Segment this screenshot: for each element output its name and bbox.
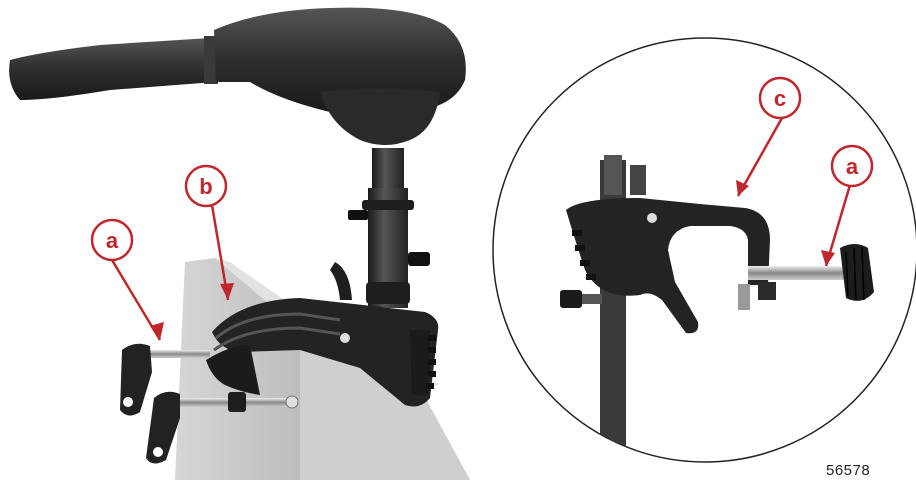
detail-bracket-c	[560, 155, 874, 462]
svg-text:c: c	[774, 86, 786, 111]
callout-label-a-left: a	[90, 218, 134, 262]
motor-shaft	[348, 148, 430, 308]
motor-head	[9, 7, 466, 145]
svg-text:b: b	[199, 174, 212, 199]
figure-number: 56578	[826, 462, 871, 479]
svg-text:a: a	[106, 228, 119, 253]
clamp-screws-a-left	[120, 343, 299, 464]
callout-label-b: b	[184, 164, 228, 208]
mounting-bracket-b	[206, 262, 439, 407]
svg-text:a: a	[846, 154, 859, 179]
callout-label-c: c	[758, 76, 802, 120]
callout-label-a-right: a	[830, 144, 874, 188]
callout-arrowheads	[150, 180, 835, 340]
detail-circle	[492, 37, 916, 463]
